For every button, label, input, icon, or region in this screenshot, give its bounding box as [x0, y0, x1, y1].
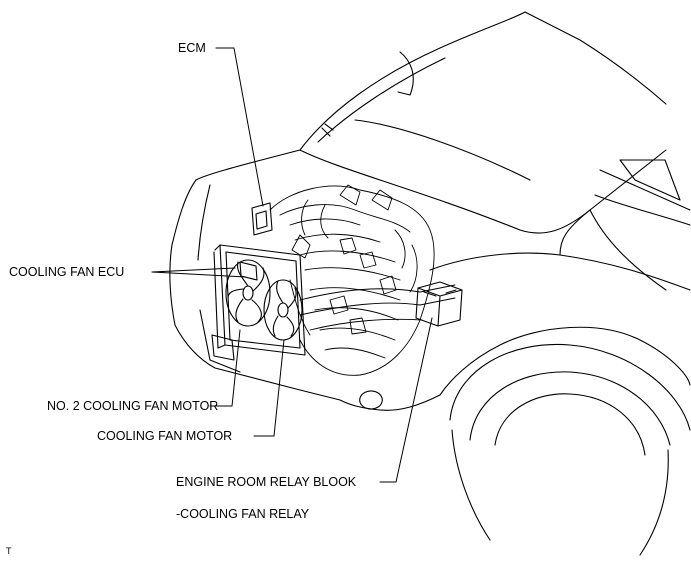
leader-lines: [151, 47, 433, 483]
label-cooling-fan-motor: COOLING FAN MOTOR: [97, 429, 233, 443]
label-engine-room-relay-block: ENGINE ROOM RELAY BLOOK: [176, 475, 357, 489]
body-shell: [169, 51, 691, 411]
cooling-fan-ecu-unit: [239, 261, 258, 281]
label-cooling-fan-relay: -COOLING FAN RELAY: [176, 507, 310, 521]
hood: [299, 11, 667, 234]
leader-relay-block: [379, 317, 433, 483]
leader-cooling-fan-ecu-2: [151, 271, 247, 278]
leader-cooling-fan-ecu-1: [151, 267, 236, 273]
front-wheel: [449, 343, 691, 556]
label-ecm: ECM: [178, 41, 206, 55]
leader-no2-fan-motor: [209, 329, 241, 407]
no2-cooling-fan: [225, 259, 271, 327]
radiator-assembly: [213, 244, 306, 356]
relay-block-unit: [415, 281, 463, 327]
cooling-fan: [263, 279, 303, 341]
ecm-unit: [251, 202, 273, 236]
engine-assembly: [269, 184, 435, 376]
label-no2-cooling-fan-motor: NO. 2 COOLING FAN MOTOR: [47, 399, 219, 413]
wire-harness: [299, 284, 456, 331]
corner-mark: T: [6, 546, 12, 556]
leader-ecm: [215, 47, 264, 207]
label-cooling-fan-ecu: COOLING FAN ECU: [9, 265, 125, 279]
leader-cooling-fan-motor: [253, 339, 285, 437]
